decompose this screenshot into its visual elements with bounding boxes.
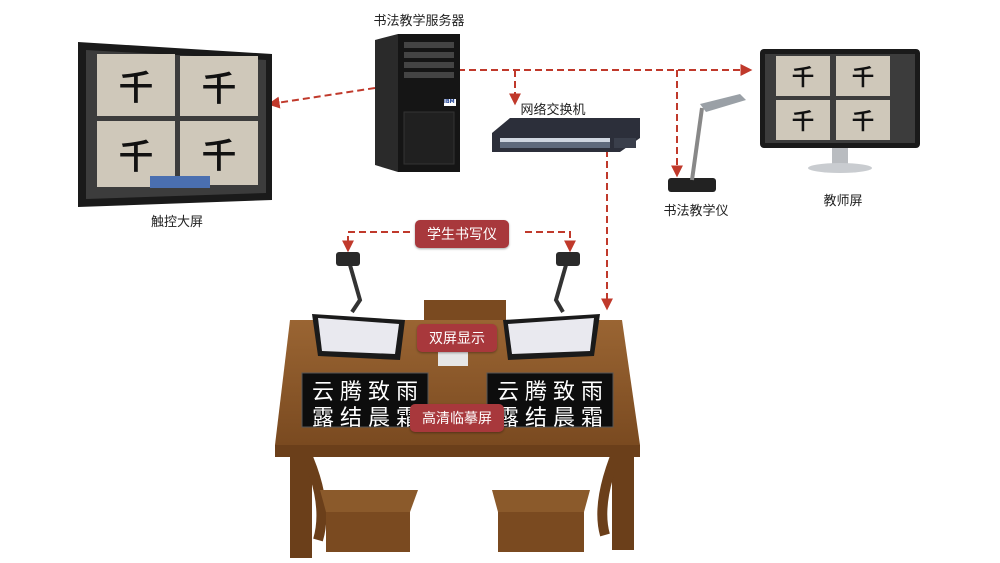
stools [320, 490, 590, 552]
hd-screen-right-row1: 云腾致雨 [497, 380, 610, 405]
teaching-device [668, 94, 746, 192]
hd-screen-left-row1: 云腾致雨 [312, 380, 425, 405]
teacher-glyph-2: 千 [851, 65, 875, 91]
pill-student-writer: 学生书写仪 [415, 220, 509, 248]
hd-screen-left-row2: 露结晨霜 [312, 406, 425, 431]
touchscreen-glyph-3: 千 [119, 137, 153, 178]
teacher-glyph-4: 千 [851, 109, 875, 135]
connector-server-to-touchscreen [267, 87, 376, 109]
label-server: 书法教学服务器 [373, 14, 465, 29]
network-switch [492, 118, 640, 152]
calligraphy-desk [275, 252, 640, 558]
touch-screen [78, 42, 272, 207]
teacher-glyph-3: 千 [791, 109, 815, 135]
server-tower [375, 34, 460, 172]
teacher-screen [760, 49, 920, 173]
pill-dual-display: 双屏显示 [417, 324, 497, 352]
touchscreen-glyph-2: 千 [202, 69, 236, 110]
hd-screen-right-row2: 露结晨霜 [497, 406, 610, 431]
touchscreen-glyph-1: 千 [119, 68, 153, 109]
server-brand-label: IBM [444, 99, 455, 105]
teacher-glyph-1: 千 [791, 65, 815, 91]
pill-hd-screen: 高清临摹屏 [410, 404, 504, 432]
touchscreen-glyph-4: 千 [202, 136, 236, 177]
label-switch: 网络交换机 [520, 103, 586, 118]
connectors [267, 64, 753, 311]
label-touch-screen: 触控大屏 [150, 215, 204, 230]
label-teacher-screen: 教师屏 [823, 194, 863, 209]
connector-student-left [342, 231, 410, 253]
label-teaching-device: 书法教学仪 [663, 204, 729, 219]
connector-student-right [525, 231, 576, 253]
